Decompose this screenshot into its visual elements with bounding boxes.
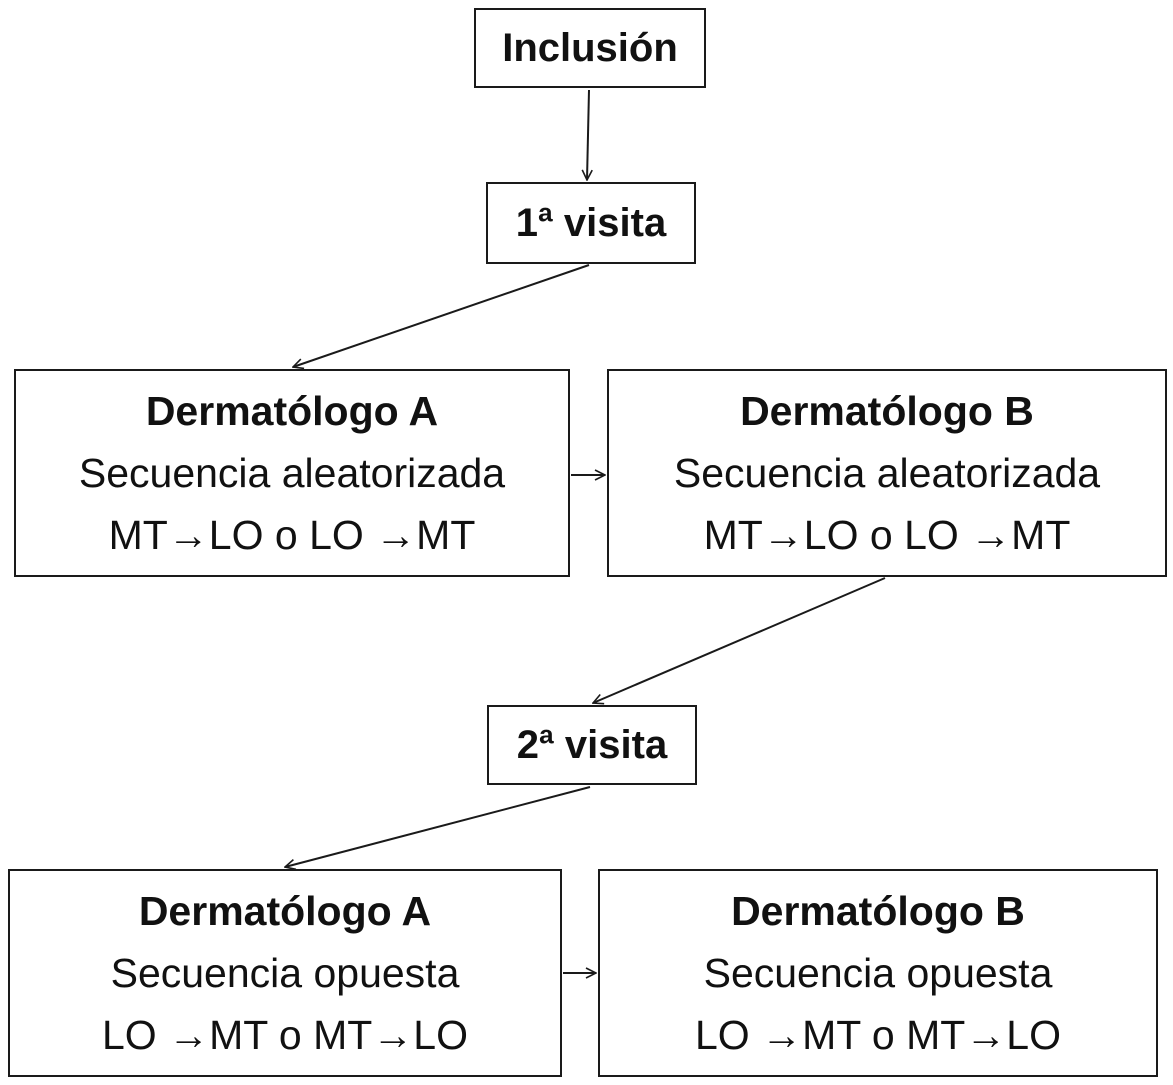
node-visit2-dermatologist-b: Dermatólogo B Secuencia opuesta LO →MT o…	[598, 869, 1158, 1077]
edge-dermB-to-visit2	[593, 577, 886, 703]
node-line-1: Secuencia aleatorizada	[78, 450, 506, 496]
edge-visit2-to-dermA	[285, 786, 591, 867]
node-line-2: LO →MT o MT→LO	[101, 1012, 469, 1058]
node-line-1: Secuencia opuesta	[110, 950, 460, 996]
node-title: Dermatólogo A	[145, 388, 439, 434]
node-inclusion-label: Inclusión	[502, 25, 678, 70]
node-line-1: Secuencia opuesta	[703, 950, 1053, 996]
node-second-visit-label: 2ª visita	[516, 722, 668, 767]
node-title: Dermatólogo B	[731, 888, 1025, 934]
node-visit1-dermatologist-b: Dermatólogo B Secuencia aleatorizada MT→…	[607, 369, 1167, 577]
node-second-visit: 2ª visita	[487, 705, 697, 785]
node-line-2: LO →MT o MT→LO	[694, 1012, 1062, 1058]
node-line-1: Secuencia aleatorizada	[673, 450, 1101, 496]
node-first-visit-label: 1ª visita	[515, 200, 667, 245]
node-title: Dermatólogo A	[138, 888, 432, 934]
edge-inclusion-to-visit1	[587, 89, 589, 180]
node-visit1-dermatologist-a: Dermatólogo A Secuencia aleatorizada MT→…	[14, 369, 570, 577]
node-inclusion: Inclusión	[474, 8, 706, 88]
node-first-visit: 1ª visita	[486, 182, 696, 264]
node-visit2-dermatologist-a: Dermatólogo A Secuencia opuesta LO →MT o…	[8, 869, 562, 1077]
edge-visit1-to-dermA	[293, 264, 590, 367]
node-title: Dermatólogo B	[740, 388, 1034, 434]
node-line-2: MT→LO o LO →MT	[703, 512, 1071, 558]
node-line-2: MT→LO o LO →MT	[108, 512, 476, 558]
